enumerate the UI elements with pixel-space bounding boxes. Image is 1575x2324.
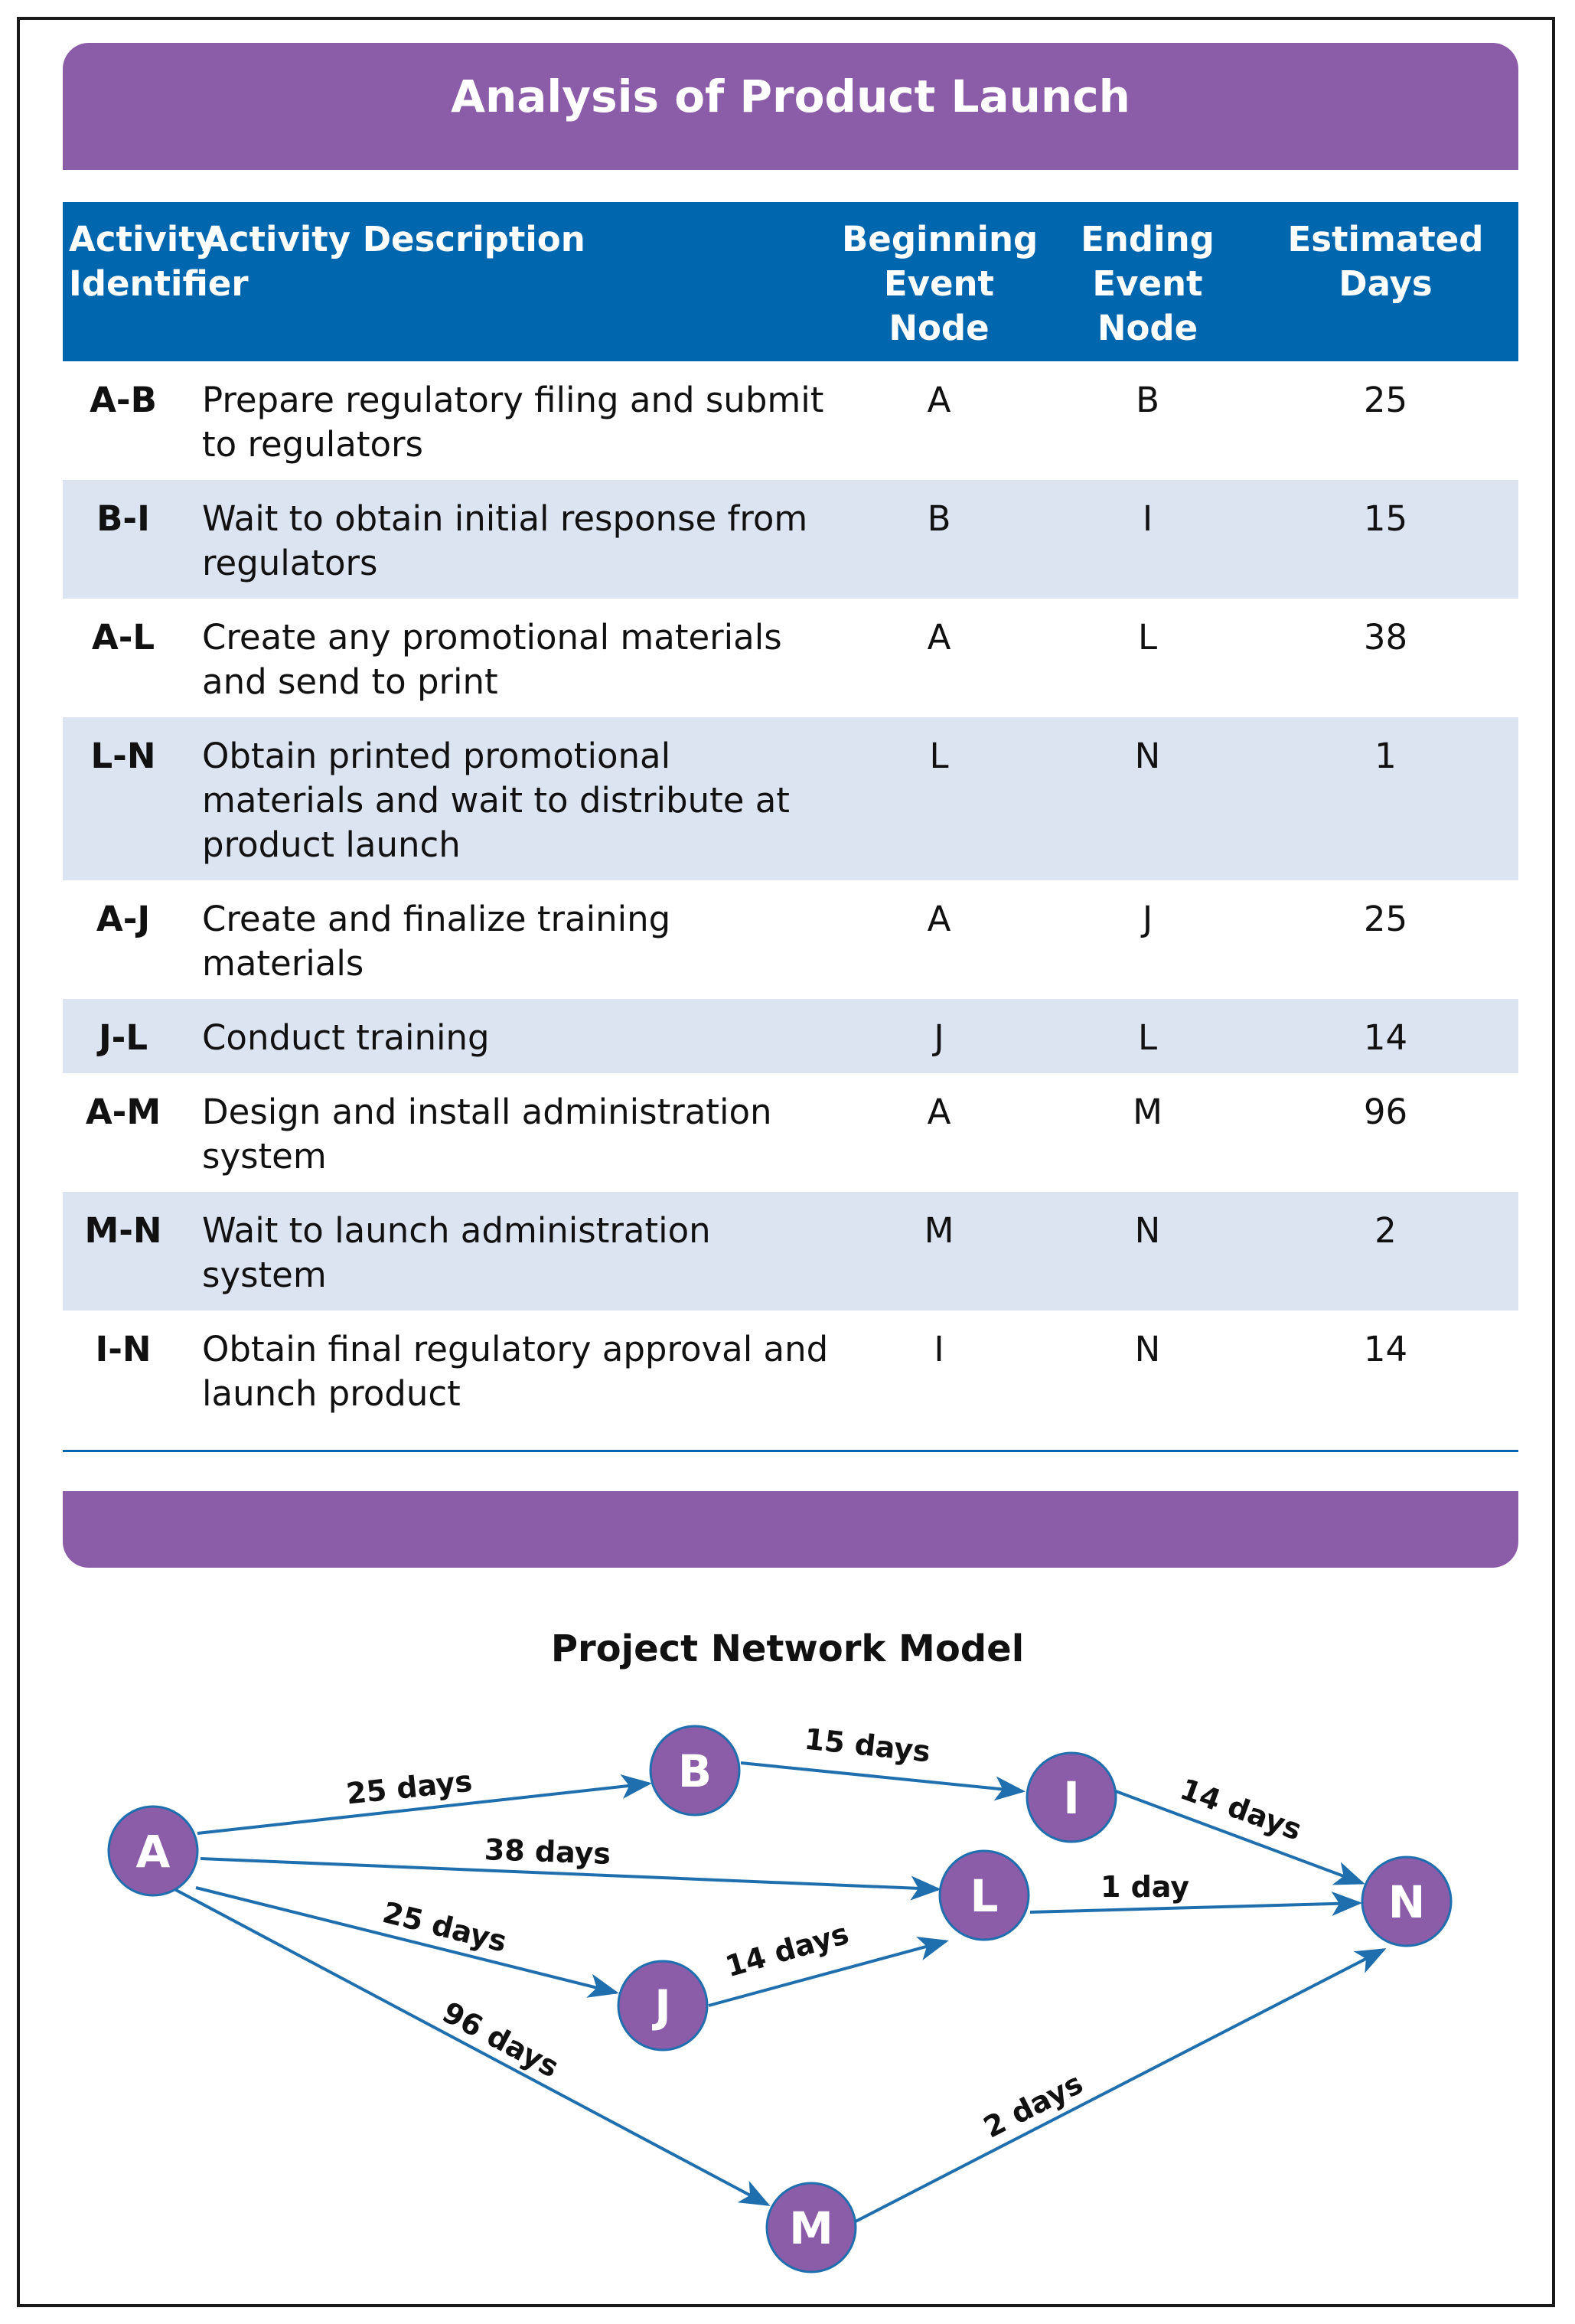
cell-days: 38 <box>1363 617 1408 658</box>
cell-end: L <box>1137 617 1158 658</box>
cell-end: L <box>1042 999 1253 1073</box>
table-bottom-rule <box>63 1450 1518 1452</box>
cell-end: B <box>1136 380 1159 420</box>
table-row: J-L Conduct training J L 14 <box>63 999 1518 1073</box>
diagram-title: Project Network Model <box>550 1627 1025 1670</box>
cell-id: I-N <box>95 1329 152 1369</box>
edge-a-l <box>200 1857 941 1901</box>
table-row: B-I Wait to obtain initial response from… <box>63 480 1518 599</box>
node-label-j: J <box>651 1980 671 2032</box>
edge-a-j <box>195 1886 619 1998</box>
table-row: A-B Prepare regulatory filing and submit… <box>63 361 1518 480</box>
cell-description: Wait to launch administration system <box>184 1192 836 1311</box>
cell-days: 15 <box>1253 480 1518 599</box>
cell-begin: J <box>836 999 1042 1073</box>
edge-a-m <box>174 1888 771 2206</box>
cell-begin: A <box>927 617 951 658</box>
table-row: A-M Design and install administration sy… <box>63 1073 1518 1192</box>
cell-days: 25 <box>1363 899 1408 939</box>
cell-id: A-J <box>96 899 151 939</box>
cell-id: A-M <box>85 1092 161 1132</box>
cell-description: Obtain final regulatory approval and lau… <box>202 1329 829 1414</box>
cell-description: Create any promotional materials and sen… <box>202 617 782 702</box>
cell-days: 14 <box>1363 1329 1408 1369</box>
node-label-b: B <box>678 1745 712 1797</box>
cell-description: Wait to obtain initial response from reg… <box>184 480 836 599</box>
header-estimated-days: Estimated Days <box>1253 202 1518 361</box>
cell-end: N <box>1134 1329 1161 1369</box>
cell-begin: A <box>927 899 951 939</box>
cell-days: 96 <box>1363 1092 1408 1132</box>
cell-begin: I <box>934 1329 944 1369</box>
activity-table: Activity Identifier Activity Description… <box>63 202 1518 1429</box>
node-a: A <box>107 1805 199 1897</box>
node-label-a: A <box>136 1826 171 1878</box>
bottom-banner <box>63 1491 1518 1568</box>
table-header-row: Activity Identifier Activity Description… <box>63 202 1518 361</box>
title-banner: Analysis of Product Launch <box>63 43 1518 170</box>
cell-days: 25 <box>1363 380 1408 420</box>
cell-end: J <box>1142 899 1153 939</box>
cell-id: L-N <box>63 717 184 880</box>
cell-end: N <box>1042 1192 1253 1311</box>
edge-label-i-n: 14 days <box>1176 1772 1306 1847</box>
edge-label-b-i: 15 days <box>803 1722 932 1769</box>
cell-begin: B <box>836 480 1042 599</box>
edge-b-i <box>740 1761 1026 1801</box>
node-b: B <box>649 1725 741 1816</box>
cell-id: M-N <box>63 1192 184 1311</box>
edge-label-m-n: 2 days <box>978 2066 1088 2144</box>
node-label-n: N <box>1388 1876 1426 1928</box>
node-label-l: L <box>970 1870 999 1922</box>
node-l: L <box>938 1849 1030 1941</box>
cell-id: J-L <box>63 999 184 1073</box>
cell-days: 2 <box>1253 1192 1518 1311</box>
cell-days: 14 <box>1253 999 1518 1073</box>
node-i: I <box>1026 1751 1117 1843</box>
edge-label-l-n: 1 day <box>1101 1870 1189 1904</box>
cell-description: Conduct training <box>184 999 836 1073</box>
edge-m-n <box>855 1948 1387 2223</box>
edge-i-n <box>1115 1790 1365 1885</box>
cell-begin: A <box>927 380 951 420</box>
edge-label-a-l: 38 days <box>484 1833 611 1871</box>
page-title: Analysis of Product Launch <box>451 70 1130 122</box>
cell-description: Create and finalize training materials <box>202 899 671 984</box>
node-n: N <box>1361 1856 1453 1947</box>
cell-begin: A <box>927 1092 951 1132</box>
cell-id: A-L <box>91 617 155 658</box>
table-row: A-L Create any promotional materials and… <box>63 599 1518 717</box>
cell-description: Obtain printed promotional materials and… <box>184 717 836 880</box>
header-activity-description: Activity Description <box>184 202 836 361</box>
header-beginning-event-node: Beginning Event Node <box>836 202 1042 361</box>
header-ending-event-node: Ending Event Node <box>1042 202 1253 361</box>
node-label-i: I <box>1063 1772 1080 1824</box>
cell-end: N <box>1042 717 1253 880</box>
cell-end: I <box>1042 480 1253 599</box>
edge-a-b <box>197 1774 652 1835</box>
cell-end: M <box>1133 1092 1162 1132</box>
node-j: J <box>617 1960 709 2051</box>
page-frame <box>17 17 1555 2307</box>
table-row: I-N Obtain final regulatory approval and… <box>63 1311 1518 1429</box>
cell-description: Prepare regulatory filing and submit to … <box>202 380 824 465</box>
cell-id: B-I <box>63 480 184 599</box>
edge-label-j-l: 14 days <box>722 1917 853 1984</box>
cell-begin: L <box>836 717 1042 880</box>
cell-days: 1 <box>1253 717 1518 880</box>
edge-l-n <box>1029 1892 1362 1916</box>
node-m: M <box>765 2182 857 2273</box>
table-row: A-J Create and finalize training materia… <box>63 880 1518 999</box>
cell-begin: M <box>836 1192 1042 1311</box>
node-label-m: M <box>789 2202 833 2254</box>
cell-id: A-B <box>90 380 157 420</box>
edge-j-l <box>708 1936 949 2007</box>
table-row: L-N Obtain printed promotional materials… <box>63 717 1518 880</box>
table-row: M-N Wait to launch administration system… <box>63 1192 1518 1311</box>
cell-description: Design and install administration system <box>202 1092 772 1177</box>
